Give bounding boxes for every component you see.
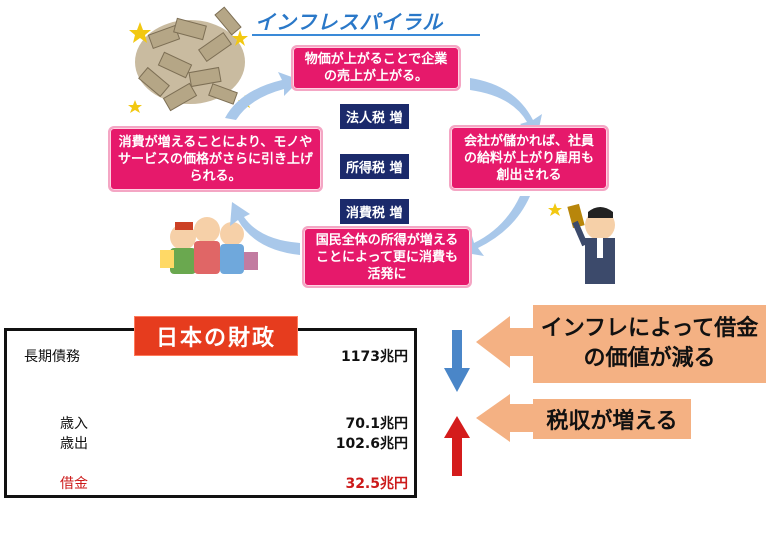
income-tax-label: 所得税 増 — [340, 154, 409, 179]
corporate-tax-label: 法人税 増 — [340, 104, 409, 129]
cycle-arrows — [225, 72, 542, 256]
cycle-box-sales-rise: 物価が上がることで企業の売上が上がる。 — [291, 45, 461, 91]
up-arrow-icon — [444, 416, 470, 476]
fiscal-box — [4, 328, 417, 498]
down-arrow-icon — [444, 330, 470, 392]
debt-label: 借金 — [60, 476, 88, 492]
expenditure-value: 102.6兆円 — [335, 436, 408, 452]
title-underline — [252, 34, 480, 36]
expenditure-label: 歳出 — [60, 436, 88, 452]
shoppers-illustration — [160, 217, 258, 274]
debt-value: 32.5兆円 — [345, 476, 408, 492]
diagram-title: インフレスパイラル — [255, 10, 444, 34]
long-term-debt-value: 1173兆円 — [341, 349, 408, 365]
cycle-box-income-rise: 国民全体の所得が増えることによって更に消費も活発に — [302, 226, 472, 288]
fiscal-title: 日本の財政 — [134, 316, 298, 356]
orange-pointer-arrow-1 — [476, 316, 533, 368]
revenue-value: 70.1兆円 — [345, 416, 408, 432]
cycle-box-price-rise: 消費が増えることにより、モノやサービスの価格がさらに引き上げられる。 — [108, 126, 323, 192]
cycle-box-salary-rise: 会社が儲かれば、社員の給料が上がり雇用も創出される — [449, 125, 609, 191]
debt-value-decrease-label: インフレによって借金の価値が減る — [533, 305, 766, 383]
consumption-tax-label: 消費税 増 — [340, 199, 409, 224]
tax-revenue-increase-label: 税収が増える — [533, 399, 691, 439]
businessman-illustration — [548, 203, 615, 284]
long-term-debt-label: 長期債務 — [24, 349, 80, 365]
money-pile-illustration — [128, 6, 252, 113]
revenue-label: 歳入 — [60, 416, 88, 432]
orange-pointer-arrow-2 — [476, 394, 533, 442]
